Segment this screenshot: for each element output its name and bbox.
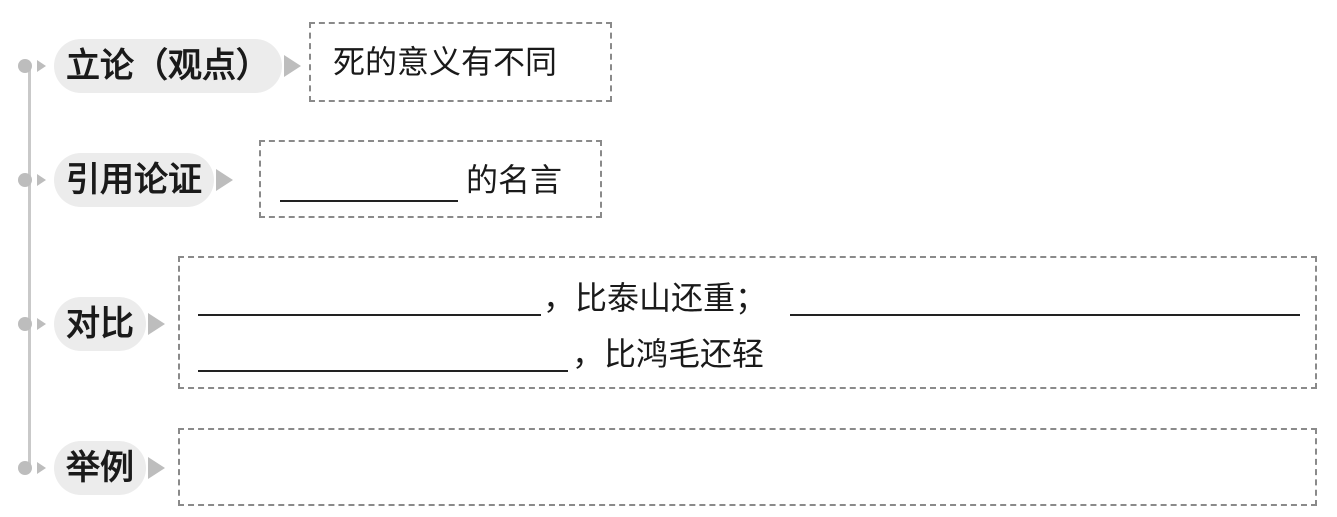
contrast-blank-1[interactable] bbox=[198, 314, 541, 316]
box-quotation bbox=[259, 140, 602, 218]
row-quotation: 引用论证 bbox=[18, 152, 233, 208]
label-quotation: 引用论证 bbox=[54, 153, 214, 207]
bullet-dot-icon bbox=[18, 461, 32, 475]
contrast-blank-2[interactable] bbox=[790, 314, 1300, 316]
small-arrow-icon bbox=[37, 174, 46, 186]
row-example: 举例 bbox=[18, 440, 165, 496]
arrow-right-icon bbox=[216, 169, 233, 191]
label-thesis: 立论（观点） bbox=[54, 39, 282, 93]
row-contrast: 对比 bbox=[18, 296, 165, 352]
arrow-right-icon bbox=[284, 55, 301, 77]
small-arrow-icon bbox=[37, 318, 46, 330]
row-thesis: 立论（观点） bbox=[18, 38, 301, 94]
box-example[interactable] bbox=[178, 428, 1317, 506]
bullet-dot-icon bbox=[18, 173, 32, 187]
bullet-dot-icon bbox=[18, 317, 32, 331]
quotation-blank[interactable] bbox=[280, 200, 458, 202]
contrast-text-line1: ，比泰山还重； bbox=[543, 279, 768, 317]
label-contrast: 对比 bbox=[54, 297, 146, 351]
label-example: 举例 bbox=[54, 441, 146, 495]
arrow-right-icon bbox=[148, 313, 165, 335]
thesis-text: 死的意义有不同 bbox=[333, 43, 558, 81]
bullet-dot-icon bbox=[18, 59, 32, 73]
arrow-right-icon bbox=[148, 457, 165, 479]
contrast-blank-3[interactable] bbox=[198, 370, 568, 372]
box-contrast bbox=[178, 256, 1317, 389]
small-arrow-icon bbox=[37, 462, 46, 474]
small-arrow-icon bbox=[37, 60, 46, 72]
box-thesis bbox=[309, 22, 612, 102]
contrast-text-line2: ，比鸿毛还轻 bbox=[572, 335, 765, 373]
quotation-text: 的名言 bbox=[466, 161, 563, 199]
connector-line bbox=[28, 64, 31, 468]
